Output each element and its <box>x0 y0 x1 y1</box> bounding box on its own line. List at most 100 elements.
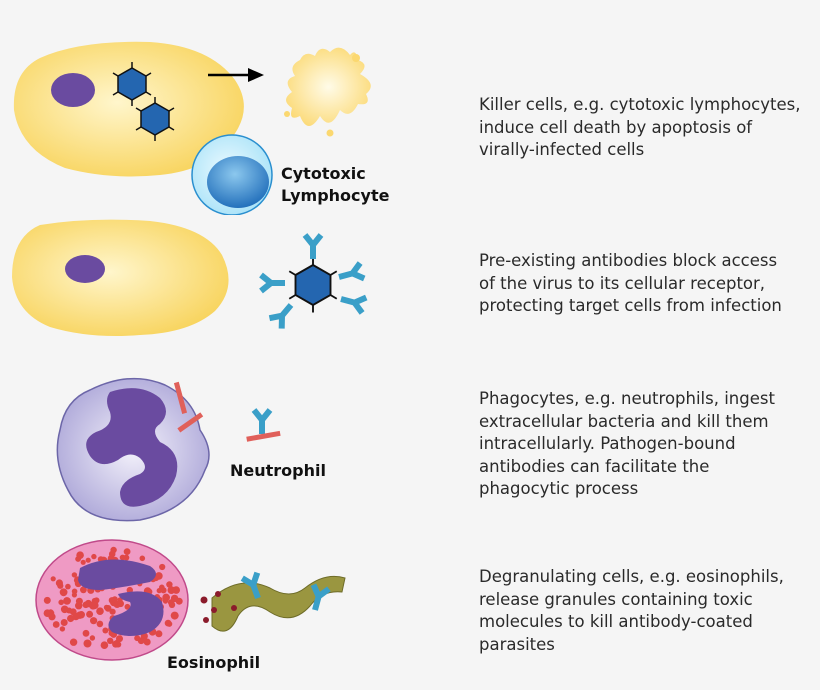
cytotoxic-lymphocyte-label: Cytotoxic Lymphocyte <box>281 164 390 205</box>
antibody-icon <box>337 263 364 285</box>
granule <box>83 639 92 648</box>
neutralization-illustration <box>12 219 470 336</box>
granule <box>96 620 104 628</box>
bacteria-fragment <box>246 430 281 442</box>
panel-description: Pre-existing antibodies block access of … <box>479 251 782 315</box>
antibody-bound-bacterium <box>246 410 281 442</box>
neutrophil-nucleus <box>86 388 178 507</box>
toxic-granule <box>231 605 237 611</box>
bacteria-fragment <box>177 412 204 433</box>
virus-hexagon <box>288 256 338 314</box>
granule <box>48 609 54 615</box>
granule <box>166 621 173 627</box>
granule <box>89 635 96 641</box>
antibody-icon <box>254 410 270 434</box>
target-cell <box>12 219 229 336</box>
granule <box>90 601 99 610</box>
granule <box>65 583 71 590</box>
panel-description: Phagocytes, e.g. neutrophils, ingest ext… <box>479 389 775 498</box>
panel-neutrophil: Neutrophil Phagocytes, e.g. neutrophils,… <box>0 360 820 530</box>
toxic-granule <box>215 591 221 597</box>
toxic-granule <box>203 617 209 623</box>
granule <box>63 597 71 605</box>
granule <box>100 641 109 649</box>
granule <box>107 637 114 644</box>
granule <box>155 572 163 580</box>
granule <box>166 581 173 588</box>
granule <box>117 597 123 603</box>
granule <box>96 607 104 615</box>
granule <box>168 601 176 608</box>
granule <box>175 597 183 605</box>
granule <box>76 551 84 559</box>
panel-description: Killer cells, e.g. cytotoxic lymphocytes… <box>479 95 801 159</box>
granule <box>71 572 78 578</box>
antibody-bound-virus <box>261 235 366 329</box>
granule <box>85 557 91 563</box>
granule <box>72 612 80 621</box>
granule <box>110 546 117 554</box>
granule <box>139 555 146 562</box>
granule <box>170 611 179 620</box>
cytotoxic-illustration <box>13 41 371 215</box>
granule <box>124 603 131 610</box>
granule <box>82 629 90 637</box>
granule <box>71 592 77 598</box>
granule <box>102 627 109 634</box>
granule <box>59 626 66 632</box>
granule <box>86 610 94 618</box>
eosinophil-label: Eosinophil <box>167 653 261 672</box>
antibody-icon <box>339 291 366 313</box>
bacteria-fragment <box>173 381 188 414</box>
granule <box>159 563 166 571</box>
granule <box>119 554 126 561</box>
granule <box>48 613 56 621</box>
lymphocyte-nucleus <box>207 156 269 208</box>
granule <box>134 635 141 642</box>
granule <box>103 604 110 611</box>
granule <box>55 579 64 587</box>
toxic-granule <box>200 596 208 604</box>
granule <box>60 619 68 626</box>
granule <box>111 596 118 603</box>
granule <box>90 617 98 625</box>
granule <box>113 600 121 608</box>
eosinophil-nucleus <box>78 559 164 636</box>
neutrophil-illustration <box>56 377 281 522</box>
granule <box>80 559 86 565</box>
toxic-granule <box>211 607 217 613</box>
granule <box>52 621 60 628</box>
granule <box>112 640 120 648</box>
eosinophil-illustration <box>35 539 346 661</box>
arrow-right-icon <box>208 68 264 82</box>
granule <box>116 635 123 643</box>
antibody-icon <box>305 235 321 259</box>
granule <box>155 630 163 638</box>
granule <box>59 588 68 597</box>
neutrophil-label: Neutrophil <box>230 461 326 480</box>
antibody-icon <box>269 300 297 329</box>
granule <box>43 596 51 604</box>
granule <box>172 587 178 594</box>
granule <box>75 602 83 610</box>
panel-description: Degranulating cells, e.g. eosinophils, r… <box>479 567 784 654</box>
panel-cytotoxic-lymphocyte: Cytotoxic Lymphocyte Killer cells, e.g. … <box>0 0 820 215</box>
parasite <box>211 575 346 632</box>
granule <box>80 586 87 594</box>
granule <box>91 553 97 560</box>
granule <box>82 601 90 609</box>
target-cell-nucleus <box>51 73 95 107</box>
granule <box>60 605 69 614</box>
granule <box>143 638 151 646</box>
panel-eosinophil: Eosinophil Degranulating cells, e.g. eos… <box>0 530 820 690</box>
apoptotic-cell <box>286 47 371 126</box>
panel-antibody-neutralization: Pre-existing antibodies block access of … <box>0 215 820 360</box>
target-cell-nucleus <box>65 255 105 283</box>
granule <box>58 599 64 606</box>
granule <box>159 584 165 591</box>
granule <box>162 598 169 604</box>
antibody-icon <box>261 275 285 291</box>
granule <box>123 548 131 555</box>
granule <box>69 638 78 646</box>
